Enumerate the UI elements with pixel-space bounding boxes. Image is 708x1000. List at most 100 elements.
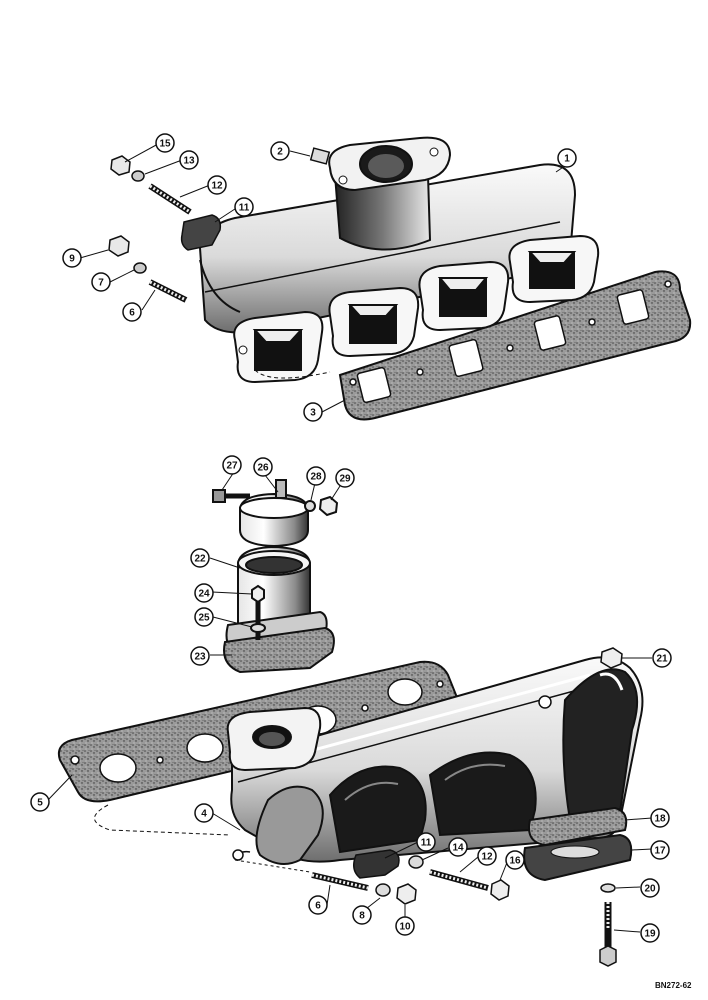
callout-29: 29 xyxy=(335,468,355,488)
callout-1: 1 xyxy=(557,148,577,168)
callout-circle xyxy=(395,916,415,936)
callout-circle xyxy=(190,548,210,568)
callout-label: 9 xyxy=(69,254,75,265)
callout-layer: 1234566789101111121213141516171819202122… xyxy=(30,133,672,943)
callout-7: 7 xyxy=(91,272,111,292)
nut-29 xyxy=(318,495,339,517)
stud-6-lower xyxy=(311,872,369,891)
lockwasher-14 xyxy=(408,855,424,869)
exhaust-elbow-group xyxy=(212,479,339,674)
washer-20 xyxy=(600,883,616,893)
callout-circle xyxy=(207,175,227,195)
callout-label: 3 xyxy=(310,408,316,419)
intake-hardware xyxy=(108,147,331,303)
elbow-gasket-23 xyxy=(223,626,335,674)
callout-circle xyxy=(122,302,142,322)
callout-label: 17 xyxy=(654,846,666,857)
callout-circle xyxy=(505,850,525,870)
callout-label: 28 xyxy=(310,472,322,483)
callout-label: 16 xyxy=(509,856,521,867)
bolt-27 xyxy=(212,489,250,503)
callout-6: 6 xyxy=(308,895,328,915)
callout-circle xyxy=(303,402,323,422)
bolt-19 xyxy=(599,902,617,967)
callout-label: 27 xyxy=(226,461,238,472)
callout-label: 4 xyxy=(201,809,207,820)
callout-label: 21 xyxy=(656,654,668,665)
stud-12 xyxy=(148,183,192,215)
gasket-ports xyxy=(349,280,672,404)
callout-label: 23 xyxy=(194,652,206,663)
washer-8 xyxy=(375,883,391,897)
lockwasher-7 xyxy=(133,262,147,274)
callout-14: 14 xyxy=(448,837,468,857)
callout-circle xyxy=(194,803,214,823)
callout-label: 25 xyxy=(198,613,210,624)
callout-label: 18 xyxy=(654,814,666,825)
callout-17: 17 xyxy=(650,840,670,860)
callout-circle xyxy=(155,133,175,153)
callout-label: 6 xyxy=(129,308,135,319)
callout-circle xyxy=(652,648,672,668)
callout-label: 13 xyxy=(183,156,195,167)
callout-label: 12 xyxy=(481,852,493,863)
callout-22: 22 xyxy=(190,548,210,568)
callout-circle xyxy=(30,792,50,812)
callout-circle xyxy=(62,248,82,268)
intake-manifold-group xyxy=(108,136,692,421)
callout-6: 6 xyxy=(122,302,142,322)
callout-12: 12 xyxy=(207,175,227,195)
callout-circle xyxy=(270,141,290,161)
callout-circle xyxy=(190,646,210,666)
callout-21: 21 xyxy=(652,648,672,668)
nut-10 xyxy=(396,883,417,905)
outlet-gasket-18 xyxy=(528,806,628,847)
bolt-21-head xyxy=(600,647,623,669)
callout-11: 11 xyxy=(234,197,254,217)
callout-19: 19 xyxy=(640,923,660,943)
nut-9 xyxy=(108,235,130,257)
callout-28: 28 xyxy=(306,466,326,486)
callout-circle xyxy=(308,895,328,915)
nut-16 xyxy=(490,879,510,901)
callout-label: 6 xyxy=(315,901,321,912)
callout-label: 15 xyxy=(159,139,171,150)
exhaust-hardware xyxy=(311,647,623,967)
callout-26: 26 xyxy=(253,457,273,477)
callout-label: 24 xyxy=(198,589,210,600)
nut-15 xyxy=(110,155,131,176)
callout-circle xyxy=(650,808,670,828)
intake-riser xyxy=(333,174,432,251)
callout-circle xyxy=(222,455,242,475)
callout-circle xyxy=(335,468,355,488)
callout-circle xyxy=(557,148,577,168)
callout-circle xyxy=(352,905,372,925)
washer-25 xyxy=(250,623,266,633)
callout-circle xyxy=(448,837,468,857)
callout-circle xyxy=(194,583,214,603)
callout-23: 23 xyxy=(190,646,210,666)
callout-25: 25 xyxy=(194,607,214,627)
callout-13: 13 xyxy=(179,150,199,170)
callout-9: 9 xyxy=(62,248,82,268)
callout-label: 2 xyxy=(277,147,283,158)
intake-port-flanges xyxy=(233,234,600,384)
callout-label: 11 xyxy=(239,203,250,214)
callout-label: 22 xyxy=(194,554,206,565)
exhaust-runners xyxy=(328,751,537,854)
callout-label: 11 xyxy=(421,838,432,849)
callout-circle xyxy=(179,150,199,170)
callout-label: 12 xyxy=(211,181,223,192)
intake-gasket xyxy=(338,270,692,421)
callout-20: 20 xyxy=(640,878,660,898)
callout-label: 10 xyxy=(399,922,411,933)
callout-label: 1 xyxy=(564,154,570,165)
callout-circle xyxy=(91,272,111,292)
callout-circle xyxy=(194,607,214,627)
callout-18: 18 xyxy=(650,808,670,828)
callout-11: 11 xyxy=(416,832,436,852)
callout-label: 8 xyxy=(359,911,365,922)
callout-16: 16 xyxy=(505,850,525,870)
lockwasher-13 xyxy=(131,170,145,182)
callout-label: 29 xyxy=(339,474,351,485)
